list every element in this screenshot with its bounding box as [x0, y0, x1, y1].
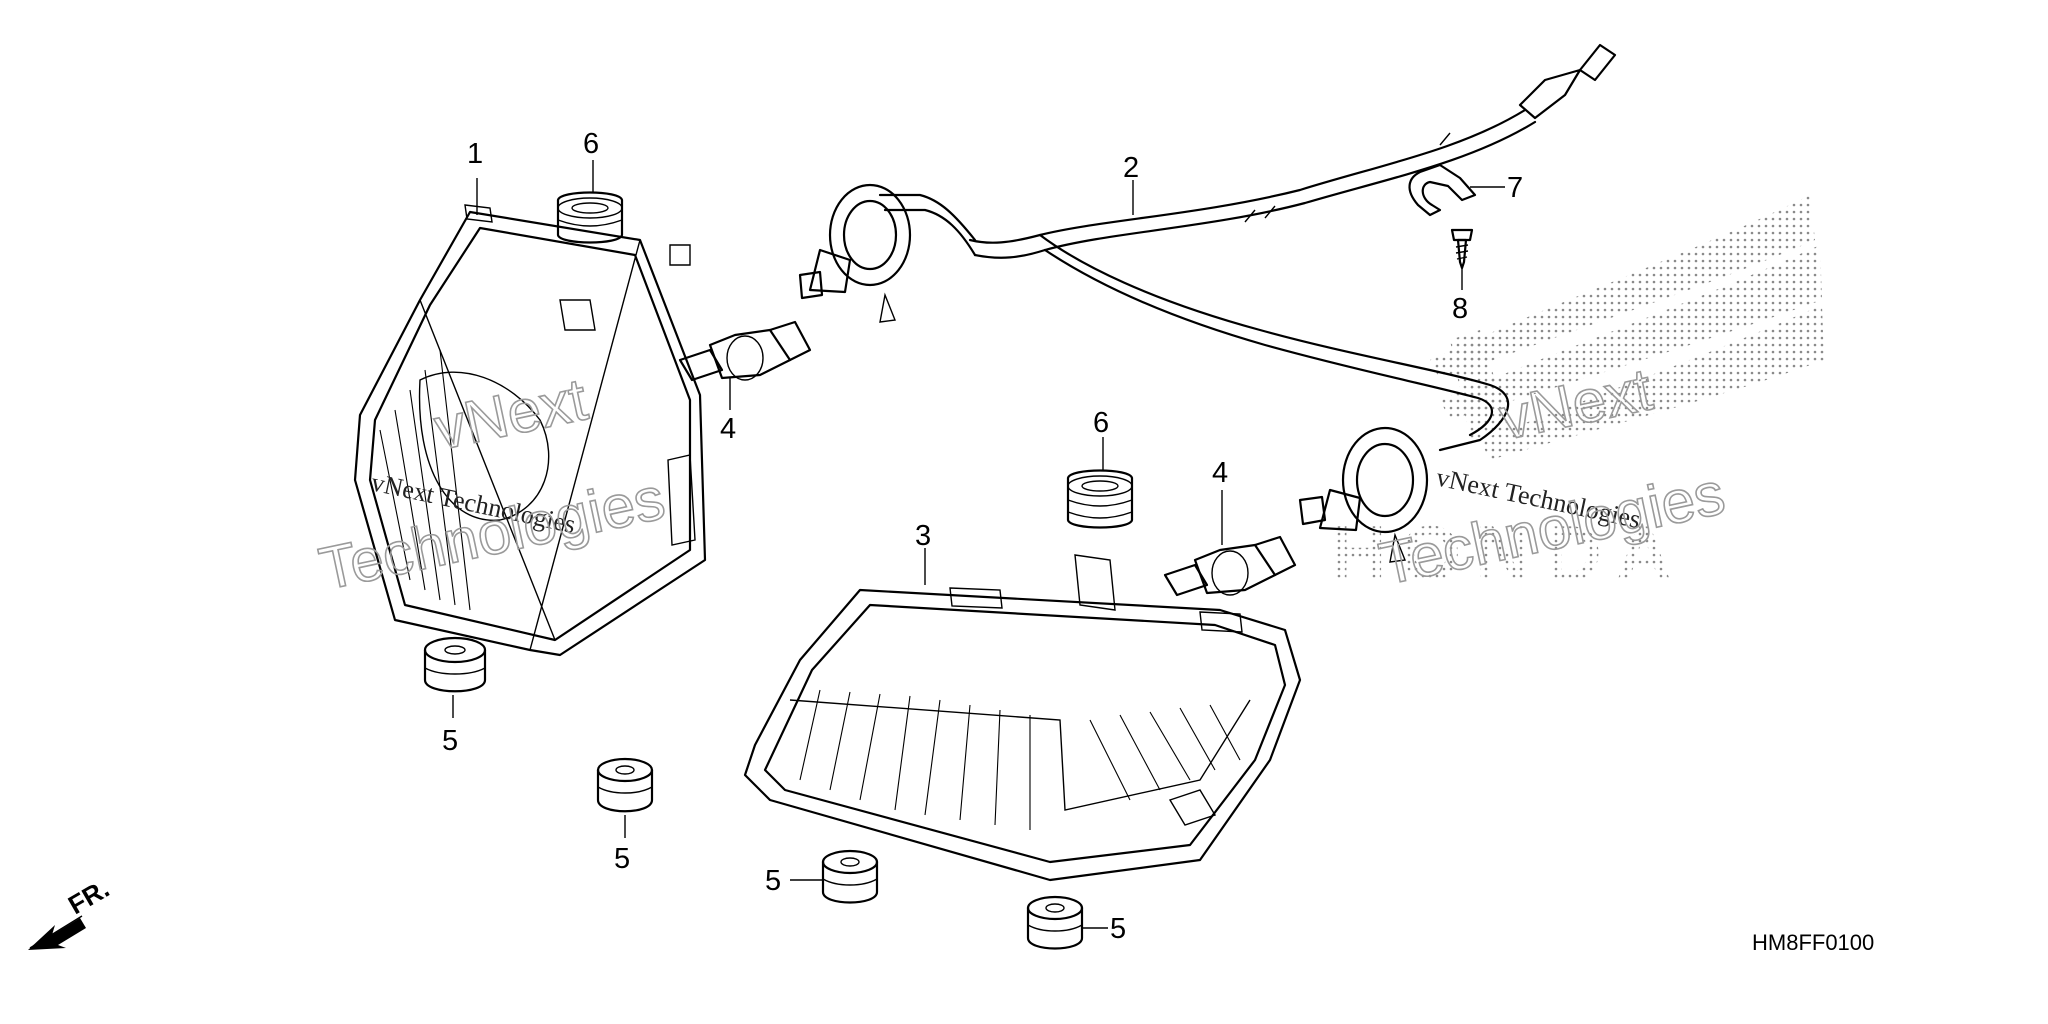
callout-4b: 4	[1212, 457, 1228, 489]
callout-6a: 6	[583, 128, 599, 160]
callout-4a: 4	[720, 413, 736, 445]
rubber-mount-1[interactable]	[423, 636, 487, 693]
callout-5b: 5	[614, 843, 630, 875]
bulb-upper[interactable]	[678, 320, 812, 382]
diagram-code: HM8FF0100	[1752, 930, 1874, 955]
rubber-mount-3[interactable]	[821, 849, 879, 904]
front-direction-label: FR.	[63, 873, 114, 920]
wire-harness[interactable]	[798, 43, 1617, 563]
bulb-lower[interactable]	[1163, 535, 1297, 597]
watermark-outline-left-1: vNext	[429, 365, 593, 462]
callout-8: 8	[1452, 293, 1468, 325]
clamp[interactable]	[1408, 163, 1477, 217]
watermark: vNext Technologies vNext Technologies vN…	[313, 354, 1731, 603]
screw[interactable]	[1450, 228, 1474, 270]
watermark-outline-left-2: Technologies	[314, 464, 671, 602]
grommet-lower[interactable]	[1066, 469, 1134, 529]
callout-7: 7	[1507, 172, 1523, 204]
front-direction-arrow: FR.	[28, 873, 114, 950]
callout-3: 3	[915, 520, 931, 552]
rubber-mount-2[interactable]	[596, 757, 654, 813]
callout-5a: 5	[442, 725, 458, 757]
rubber-mount-4[interactable]	[1026, 895, 1084, 950]
headlight-right[interactable]	[743, 554, 1302, 882]
callout-6b: 6	[1093, 407, 1109, 439]
brand-logo-watermark: HONDA	[1330, 195, 1824, 597]
headlight-left[interactable]	[353, 204, 707, 657]
callout-2: 2	[1123, 152, 1139, 184]
callout-5c: 5	[765, 865, 781, 897]
callout-1: 1	[467, 138, 483, 170]
callout-5d: 5	[1110, 913, 1126, 945]
grommet-upper[interactable]	[556, 191, 624, 244]
brand-logo-text: HONDA	[1330, 509, 1686, 597]
